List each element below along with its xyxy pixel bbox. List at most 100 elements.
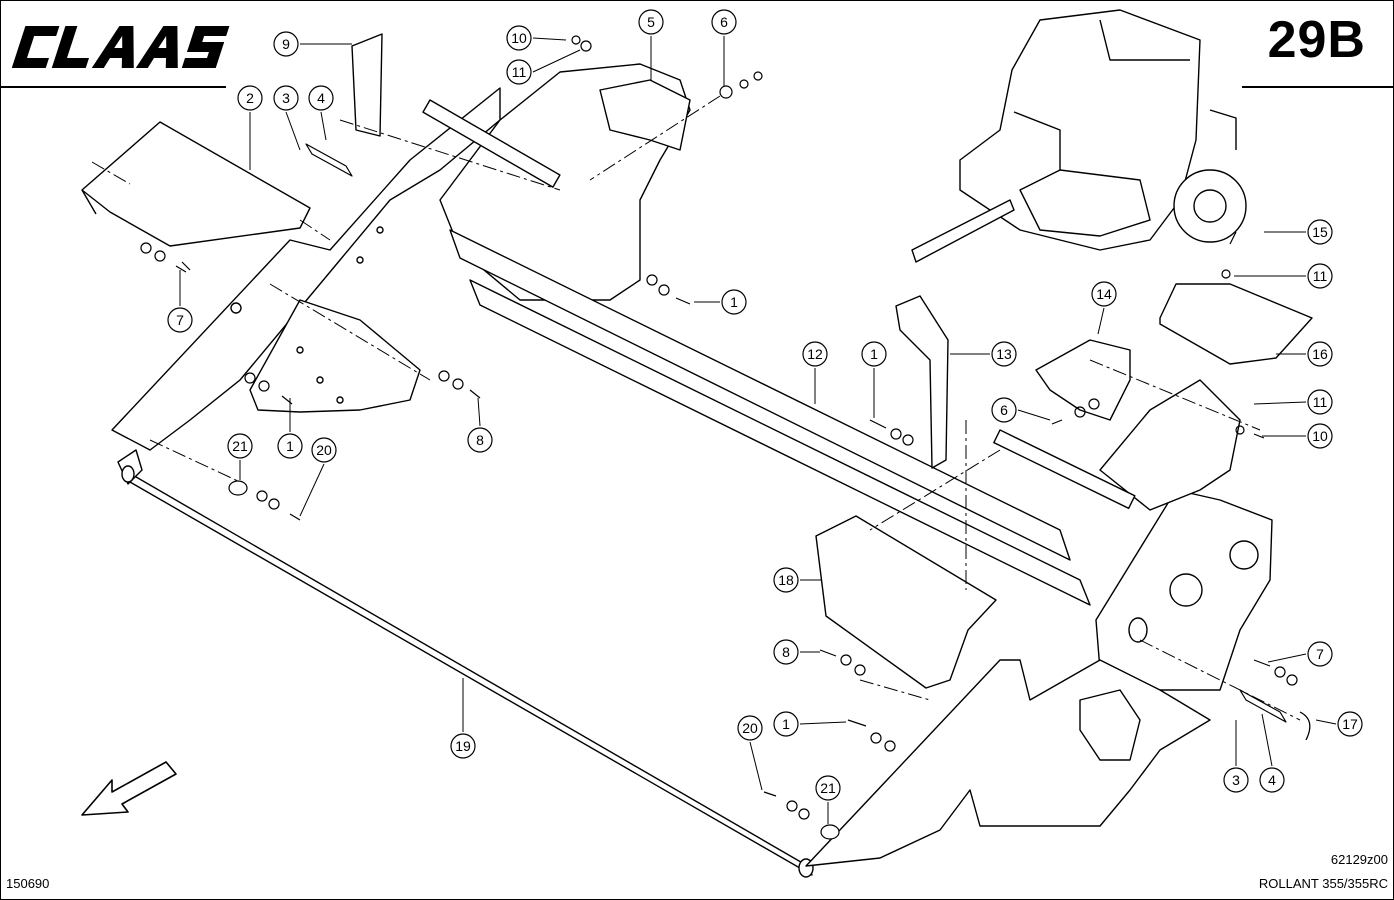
callout-label: 4 [1268,772,1276,788]
header-rule-left [0,86,226,88]
bracket-13 [895,295,949,469]
cover-16 [1159,283,1313,365]
callout-circle [506,59,532,85]
callout-10: 10 [1307,423,1333,449]
callout-2: 2 [237,85,263,111]
callout-1: 1 [721,289,747,315]
callout-1: 1 [773,711,799,737]
callout-15: 15 [1307,219,1333,245]
callout-label: 3 [282,90,290,106]
callout-label: 14 [1096,286,1112,302]
direction-arrow [81,761,177,816]
callout-label: 19 [455,738,471,754]
callout-label: 13 [996,346,1012,362]
callout-3: 3 [273,85,299,111]
callout-circle [273,31,299,57]
callout-circle [1307,219,1333,245]
callout-circle [237,85,263,111]
callout-circle [277,433,303,459]
callout-label: 11 [1313,268,1328,284]
callout-circle [773,567,799,593]
callout-label: 7 [176,312,184,328]
callout-label: 6 [1000,402,1008,418]
callout-circle [1307,263,1333,289]
callout-label: 20 [742,720,758,736]
callout-12: 12 [802,341,828,367]
callout-circle [721,289,747,315]
callout-14: 14 [1091,281,1117,307]
callout-21: 21 [815,775,841,801]
callout-label: 9 [282,36,290,52]
callout-19: 19 [450,733,476,759]
callout-7: 7 [1307,641,1333,667]
callout-circle [1223,767,1249,793]
callout-circle [1307,423,1333,449]
callout-21: 21 [227,433,253,459]
right-side-plate [805,659,1211,867]
callout-circle [638,9,664,35]
callout-circle [1307,389,1333,415]
callout-label: 11 [512,64,527,80]
left-side-plate [111,87,501,451]
callout-label: 1 [286,438,294,454]
callout-circle [450,733,476,759]
callout-circle [1307,341,1333,367]
brand-logo [12,26,230,68]
callout-label: 7 [1316,646,1324,662]
callout-11: 11 [1307,389,1333,415]
callout-8: 8 [773,639,799,665]
callout-5: 5 [638,9,664,35]
callout-label: 1 [730,294,738,310]
callout-label: 17 [1342,716,1358,732]
header-rule-right [1242,86,1394,88]
reference-number: 62129z00 [1330,852,1388,867]
assembly-axis-lines [91,95,1301,721]
callout-circle [167,307,193,333]
callout-9: 9 [273,31,299,57]
callout-label: 1 [870,346,878,362]
callout-11: 11 [506,59,532,85]
callout-6: 6 [991,397,1017,423]
right-upper-bracket [993,379,1241,511]
callout-circle [273,85,299,111]
callout-circle [506,25,532,51]
callout-1: 1 [861,341,887,367]
callout-17: 17 [1337,711,1363,737]
callout-20: 20 [311,437,337,463]
plate-14 [1035,339,1131,421]
cross-tube-19 [117,449,814,878]
callout-circle [308,85,334,111]
right-cover-18 [815,515,997,689]
callout-label: 21 [820,780,836,796]
upper-bracket-5 [422,63,691,301]
callout-label: 21 [232,438,248,454]
callout-6: 6 [711,9,737,35]
fastener-hardware [140,35,1311,840]
callout-label: 8 [476,432,484,448]
right-gearbox-housing [1095,489,1273,691]
callout-label: 11 [1313,394,1328,410]
callout-circle [802,341,828,367]
callout-label: 1 [782,716,790,732]
callout-circle [773,711,799,737]
callout-label: 3 [1232,772,1240,788]
callout-4: 4 [1259,767,1285,793]
callout-circle [773,639,799,665]
main-beam-12 [449,229,1091,606]
drawing-number: 150690 [6,876,50,891]
baler-inset [911,9,1247,263]
callout-circle [815,775,841,801]
callout-label: 20 [316,442,332,458]
model-name: ROLLANT 355/355RC [1258,876,1388,891]
callout-circle [1091,281,1117,307]
callout-label: 15 [1312,224,1328,240]
left-cover-2 [81,121,311,247]
callout-circle [861,341,887,367]
callout-8: 8 [467,427,493,453]
callout-4: 4 [308,85,334,111]
callout-leaders [179,36,1337,824]
callout-circle [711,9,737,35]
callout-label: 10 [511,30,527,46]
